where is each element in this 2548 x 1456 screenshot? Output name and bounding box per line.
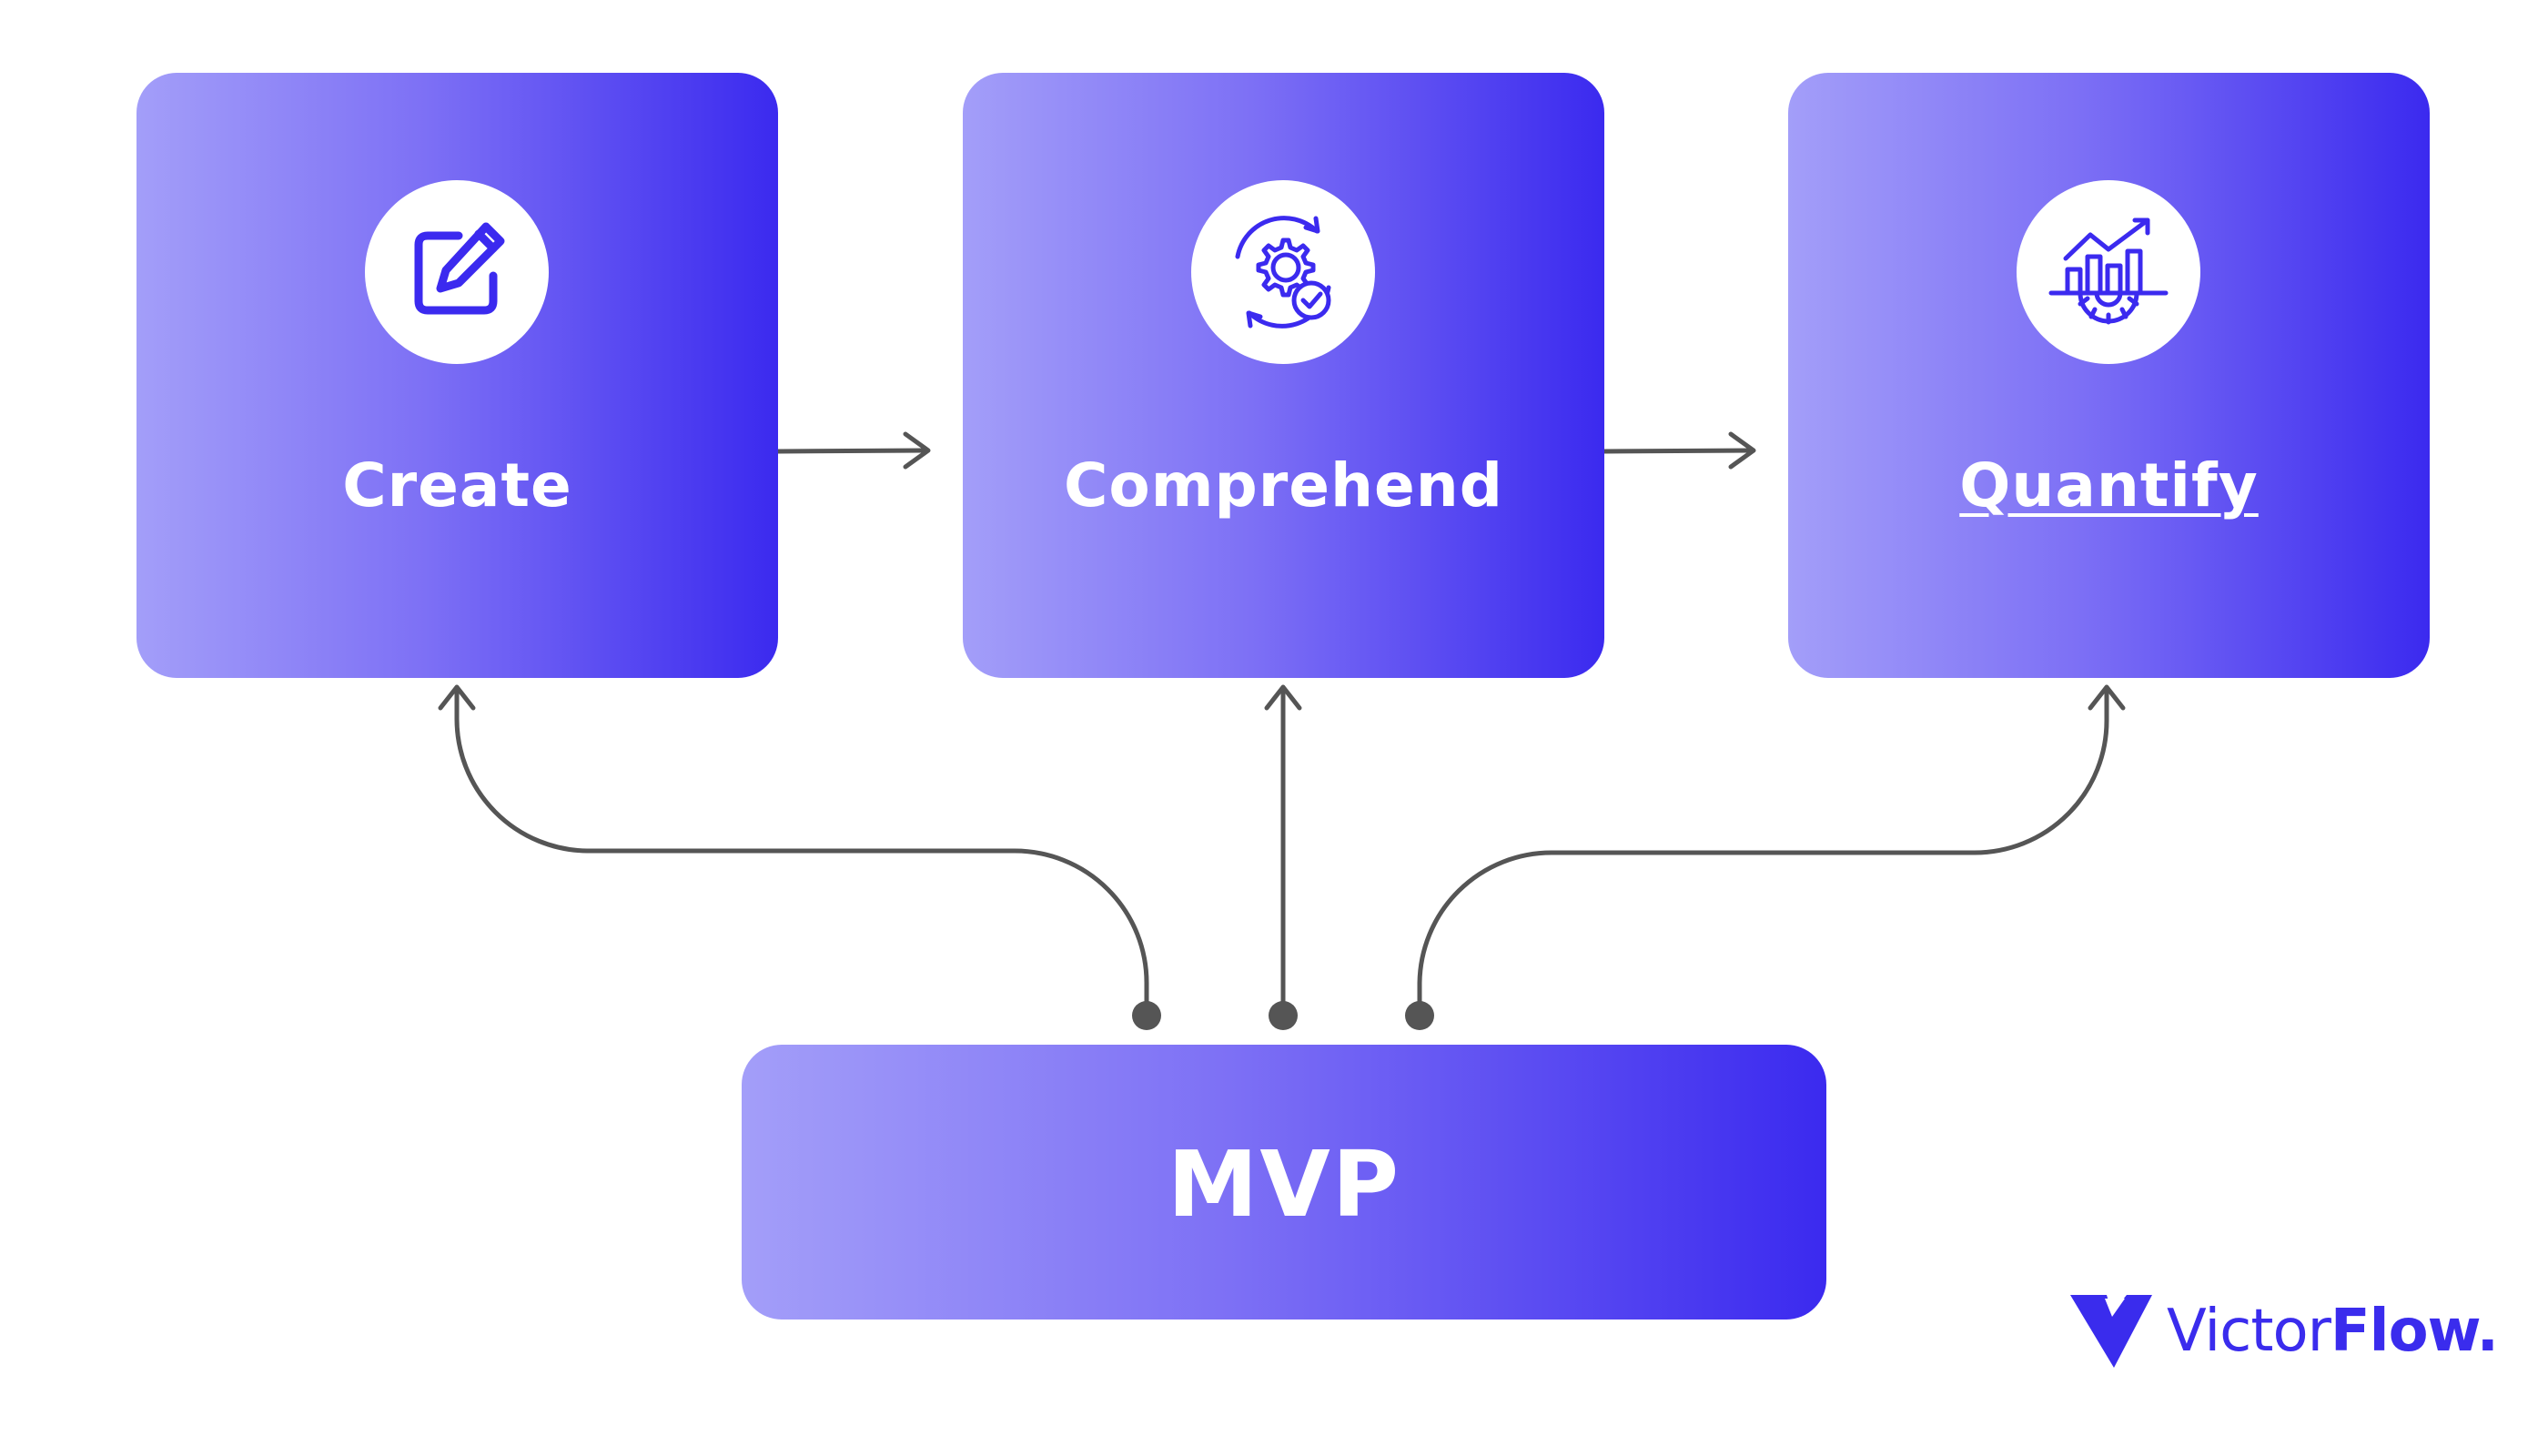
- arrow-comprehend-to-quantify: [1602, 448, 1752, 454]
- arrowhead-mvp-to-create: [438, 684, 476, 711]
- icon-circle-create: [365, 180, 549, 364]
- chart-gear-icon: [2048, 217, 2169, 325]
- step-label-quantify: Quantify: [1959, 450, 2259, 521]
- brand-name-light: Victor: [2167, 1298, 2331, 1365]
- icon-circle-comprehend: [1191, 180, 1375, 364]
- connector-dot-quantify: [1405, 1001, 1434, 1030]
- arrowhead-mvp-to-comprehend: [1264, 684, 1302, 711]
- step-box-quantify: Quantify: [1788, 73, 2430, 678]
- arrow-mvp-to-quantify: [1417, 686, 2109, 1018]
- brand-name-bold: Flow: [2330, 1298, 2478, 1365]
- victorflow-logo: VictorFlow.: [2070, 1290, 2499, 1372]
- edit-icon: [414, 222, 505, 315]
- connector-dot-comprehend: [1269, 1001, 1298, 1030]
- step-label-create: Create: [342, 450, 572, 521]
- step-box-comprehend: Comprehend: [963, 73, 1604, 678]
- arrowhead-mvp-to-quantify: [2088, 684, 2126, 711]
- mvp-box: MVP: [742, 1045, 1826, 1320]
- brand-suffix: .: [2476, 1298, 2499, 1365]
- arrow-create-to-comprehend: [775, 448, 926, 454]
- gear-cycle-check-icon: [1235, 216, 1331, 329]
- brand-name: VictorFlow.: [2167, 1298, 2499, 1365]
- arrowhead-comprehend-to-quantify: [1728, 431, 1756, 470]
- icon-circle-quantify: [2017, 180, 2200, 364]
- step-box-create: Create: [136, 73, 778, 678]
- step-label-comprehend: Comprehend: [1063, 450, 1504, 521]
- victorflow-v-logo-icon: [2070, 1295, 2152, 1368]
- connector-dot-create: [1132, 1001, 1161, 1030]
- arrowhead-create-to-comprehend: [903, 431, 931, 470]
- arrow-mvp-to-create: [454, 686, 1149, 1018]
- mvp-label: MVP: [1167, 1131, 1401, 1238]
